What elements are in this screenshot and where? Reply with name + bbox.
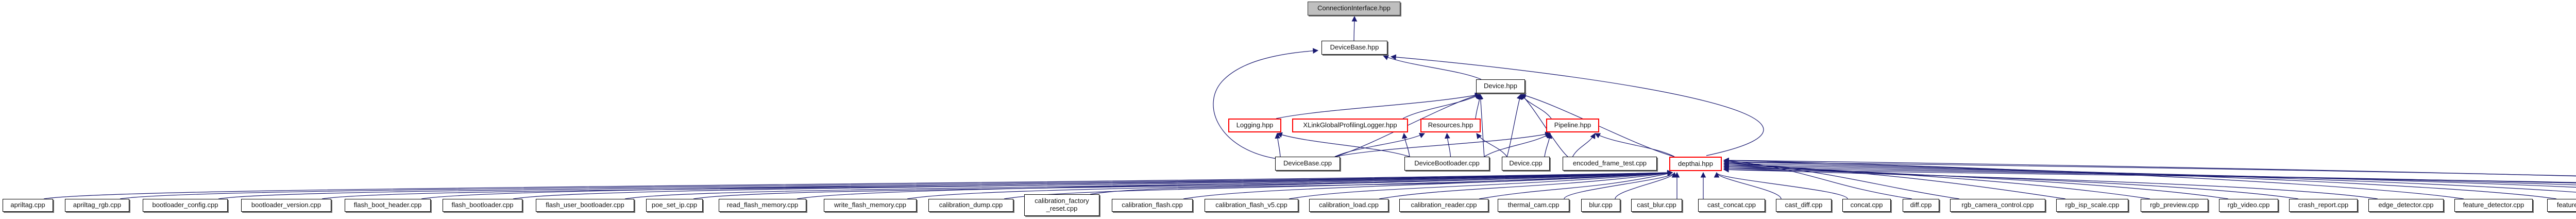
graph-node-cast-diff-cpp[interactable]: cast_diff.cpp xyxy=(1776,199,1832,212)
dependency-edge xyxy=(1520,94,1552,119)
dependency-edge xyxy=(1276,132,1410,157)
dependency-edge xyxy=(43,170,1673,199)
graph-node-devicebase-hpp[interactable]: DeviceBase.hpp xyxy=(1321,41,1387,55)
graph-node-device-hpp[interactable]: Device.hpp xyxy=(1476,79,1525,93)
graph-node-calibration-dump-cpp[interactable]: calibration_dump.cpp xyxy=(928,199,1013,212)
dependency-edge xyxy=(1289,170,1673,199)
graph-node-flash-user-bootloader-cpp[interactable]: flash_user_bootloader.cpp xyxy=(536,199,634,212)
dependency-edge xyxy=(1401,132,1410,157)
dependency-edge xyxy=(1723,157,2576,177)
dependency-edge xyxy=(1444,132,1451,157)
graph-node-rgb-camera-control-cpp[interactable]: rgb_camera_control.cpp xyxy=(1950,199,2045,212)
dependency-edge xyxy=(1484,133,1551,157)
dependency-edge xyxy=(1275,132,1281,157)
graph-node-calibration-flash-cpp[interactable]: calibration_flash.cpp xyxy=(1112,199,1193,212)
dependency-edge xyxy=(796,170,1673,199)
graph-node-calibration-flash-v5-cpp[interactable]: calibration_flash_v5.cpp xyxy=(1205,199,1298,212)
dependency-edge xyxy=(1723,160,2576,193)
graph-node-resources-hpp[interactable]: Resources.hpp xyxy=(1420,119,1481,132)
graph-node-rgb-isp-scale-cpp[interactable]: rgb_isp_scale.cpp xyxy=(2056,199,2128,212)
dependency-edge xyxy=(1723,165,2299,199)
graph-node-calibration-load-cpp[interactable]: calibration_load.cpp xyxy=(1309,199,1388,212)
dependency-edge xyxy=(1520,94,1568,157)
dependency-edge xyxy=(907,170,1673,199)
dependency-edge xyxy=(1213,48,1319,159)
graph-node-thermal-cam-cpp[interactable]: thermal_cam.cpp xyxy=(1498,199,1569,212)
dependency-edge xyxy=(1723,162,2576,188)
dependency-edge xyxy=(421,170,1673,199)
dependency-edge xyxy=(1723,166,2378,199)
dependency-edge xyxy=(1714,172,1848,199)
dependency-edge xyxy=(1723,157,2464,199)
dependency-edge xyxy=(1379,170,1673,199)
dependency-edge xyxy=(1564,172,1677,199)
dependency-edge xyxy=(1476,133,1507,157)
graph-node-feature-tracker-cpp[interactable]: feature_tracker.cpp xyxy=(2547,199,2576,212)
dependency-edge xyxy=(1276,92,1481,119)
dependency-edge xyxy=(1479,171,1673,199)
dependency-edge xyxy=(1595,133,1675,157)
graph-node-blur-cpp[interactable]: blur.cpp xyxy=(1581,199,1620,212)
graph-node-encoded-frame-test-cpp[interactable]: encoded_frame_test.cpp xyxy=(1563,157,1657,171)
graph-node-concat-cpp[interactable]: concat.cpp xyxy=(1842,199,1891,212)
dependency-edge xyxy=(1723,159,2576,176)
dependency-edge xyxy=(1723,163,2229,199)
graph-node-devicebootloader-cpp[interactable]: DeviceBootloader.cpp xyxy=(1404,157,1489,171)
graph-node-feature-detector-cpp[interactable]: feature_detector.cpp xyxy=(2454,199,2533,212)
dependency-edge xyxy=(1723,159,2557,199)
dependency-edge xyxy=(1183,170,1673,199)
graph-node-cast-concat-cpp[interactable]: cast_concat.cpp xyxy=(1698,199,1765,212)
graph-node-edge-detector-cpp[interactable]: edge_detector.cpp xyxy=(2368,199,2444,212)
dependency-edge xyxy=(1723,166,2576,183)
dependency-edge xyxy=(1615,172,1677,199)
graph-node-rgb-video-cpp[interactable]: rgb_video.cpp xyxy=(2219,199,2278,212)
dependency-edge xyxy=(1572,133,1596,157)
dependency-edge xyxy=(1723,161,2066,199)
dependency-edge xyxy=(1723,162,2150,199)
dependency-edge xyxy=(1478,93,1485,157)
graph-node-crash-report-cpp[interactable]: crash_report.cpp xyxy=(2289,199,2358,212)
graph-node-depthai-hpp[interactable]: depthai.hpp xyxy=(1669,157,1722,171)
dependency-edge xyxy=(1402,94,1481,119)
graph-node-bootloader-config-cpp[interactable]: bootloader_config.cpp xyxy=(143,199,228,212)
graph-node-flash-boot-header-cpp[interactable]: flash_boot_header.cpp xyxy=(345,199,431,212)
dependency-edge xyxy=(1090,170,1673,195)
graph-node-pipeline-hpp[interactable]: Pipeline.hpp xyxy=(1546,119,1599,132)
graph-node-device-cpp[interactable]: Device.cpp xyxy=(1502,157,1550,171)
dependency-edge xyxy=(1383,55,1482,80)
graph-node-flash-bootloader-cpp[interactable]: flash_bootloader.cpp xyxy=(443,199,522,212)
graph-node-apriltag-cpp[interactable]: apriltag.cpp xyxy=(3,199,53,212)
dependency-edge xyxy=(1390,54,1764,156)
graph-node-rgb-preview-cpp[interactable]: rgb_preview.cpp xyxy=(2141,199,2208,212)
graph-node-write-flash-memory-cpp[interactable]: write_flash_memory.cpp xyxy=(824,199,917,212)
graph-node-calibration-reader-cpp[interactable]: calibration_reader.cpp xyxy=(1399,199,1488,212)
graph-node-bootloader-version-cpp[interactable]: bootloader_version.cpp xyxy=(241,199,331,212)
graph-node-diff-cpp[interactable]: diff.cpp xyxy=(1903,199,1939,212)
dependency-edge xyxy=(1506,93,1522,157)
dependency-edge xyxy=(1544,132,1553,157)
dependency-edge xyxy=(1334,131,1551,157)
graph-node-logging-hpp[interactable]: Logging.hpp xyxy=(1228,119,1281,132)
dependency-edge xyxy=(120,170,1673,199)
dependency-edge xyxy=(1334,133,1425,157)
graph-node-xlinkglobalprofilinglogger-hpp[interactable]: XLinkGlobalProfilingLogger.hpp xyxy=(1292,119,1408,132)
graph-node-apriltag-rgb-cpp[interactable]: apriltag_rgb.cpp xyxy=(65,199,129,212)
graph-node-cast-blur-cpp[interactable]: cast_blur.cpp xyxy=(1631,199,1682,212)
graph-node-devicebase-cpp[interactable]: DeviceBase.cpp xyxy=(1275,157,1340,171)
dependency-edge xyxy=(1723,163,2576,186)
dependency-edge xyxy=(1475,93,1483,119)
graph-node-calibration-factory-reset-cpp[interactable]: calibration_factory _reset.cpp xyxy=(1024,194,1099,216)
graph-node-connectioninterface-hpp[interactable]: ConnectionInterface.hpp xyxy=(1308,2,1400,15)
dependency-edge xyxy=(513,170,1673,199)
graph-node-read-flash-memory-cpp[interactable]: read_flash_memory.cpp xyxy=(719,199,806,212)
graph-node-poe-set-ip-cpp[interactable]: poe_set_ip.cpp xyxy=(646,199,703,212)
